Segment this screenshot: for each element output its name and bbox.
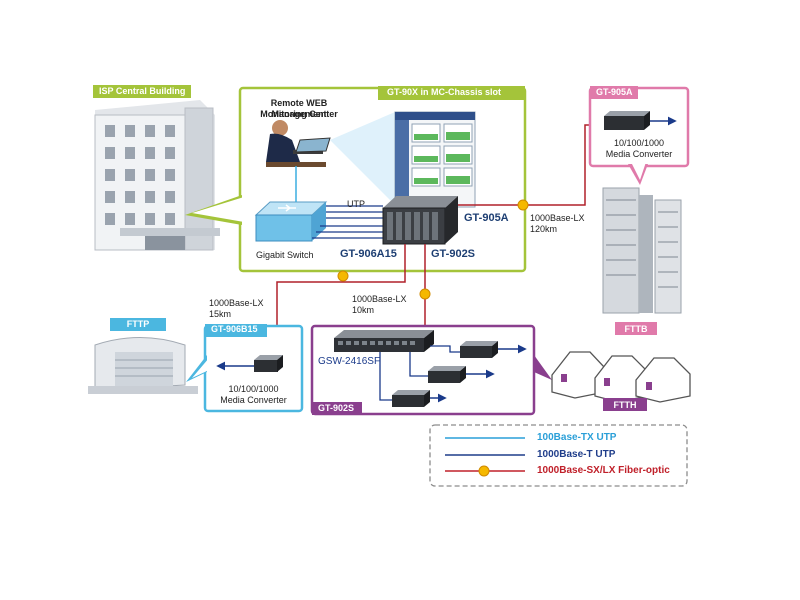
- link-15km-line1: 1000Base-LX: [209, 298, 264, 308]
- fttb-converter-line1: 10/100/1000: [613, 138, 665, 148]
- fttb-tag: FTTB: [624, 324, 648, 334]
- model-gt905a-label: GT-905A: [464, 212, 509, 224]
- operator-figure: [266, 120, 331, 167]
- house-windows: [561, 374, 652, 390]
- ftth-converters: [392, 341, 498, 407]
- fttp-model-tag: GT-906B15: [211, 324, 258, 334]
- model-gt906a15-label: GT-906A15: [340, 248, 397, 260]
- fttb-buildings: [602, 187, 682, 314]
- link-10km-line1: 1000Base-LX: [352, 294, 407, 304]
- chassis-tag: GT-90X in MC-Chassis slot: [387, 87, 502, 97]
- gsw-label: GSW-2416SF: [318, 356, 381, 367]
- fttp-building-illustration: [88, 337, 198, 394]
- ftth-tag: FTTH: [613, 400, 637, 410]
- link-120km-line2: 120km: [530, 224, 558, 234]
- ftth-houses: [551, 351, 691, 403]
- fttp-converter-line2: Media Converter: [220, 395, 287, 405]
- isp-building-tag: ISP Central Building: [93, 85, 192, 98]
- chassis-tag-bg: [378, 86, 525, 100]
- fttb-converter-line2: Media Converter: [605, 149, 673, 159]
- fttb-model-tag: GT-905A: [596, 87, 633, 97]
- legend-fiber-label: 1000Base-SX/LX Fiber-optic: [537, 465, 670, 476]
- fttp-tag-bg: [110, 318, 166, 331]
- gigabit-switch-label: Gigabit Switch: [256, 250, 314, 260]
- link-120km-line1: 1000Base-LX: [530, 213, 585, 223]
- utp-lines: [312, 205, 383, 239]
- ftth-model-tag: GT-902S: [318, 403, 355, 413]
- web-ui-screenshot: [394, 111, 476, 208]
- model-gt902s-label: GT-902S: [431, 248, 476, 260]
- link-10km-line2: 10km: [352, 305, 375, 315]
- monitor-beam: [330, 112, 395, 205]
- fttp-converter-device: [216, 355, 283, 372]
- ftth-arrows: [430, 344, 527, 403]
- fttb-converter-device: [604, 111, 677, 130]
- fiber-connector-dots: [337, 199, 529, 300]
- center-title-line1: Remote WEB Management: [270, 98, 328, 119]
- legend-t-label: 1000Base-T UTP: [537, 449, 616, 460]
- link-15km-line2: 15km: [209, 309, 232, 319]
- fttb-tag-bg: [615, 322, 657, 335]
- gsw-switch-device: [334, 330, 434, 352]
- gigabit-switch-device: [254, 201, 328, 242]
- fttp-tag: FTTP: [126, 319, 150, 329]
- gsw-links: [379, 345, 460, 401]
- legend-fiber-dot: [478, 465, 490, 477]
- utp-label: UTP: [347, 199, 365, 209]
- isp-building-illustration: [94, 100, 220, 251]
- legend-tx-label: 100Base-TX UTP: [537, 432, 617, 443]
- mc-chassis-device: [382, 196, 458, 245]
- ftth-tag-bg: [603, 398, 647, 411]
- center-title-line2: Monitoring Center: [260, 109, 338, 119]
- fttp-converter-line1: 10/100/1000: [228, 384, 279, 394]
